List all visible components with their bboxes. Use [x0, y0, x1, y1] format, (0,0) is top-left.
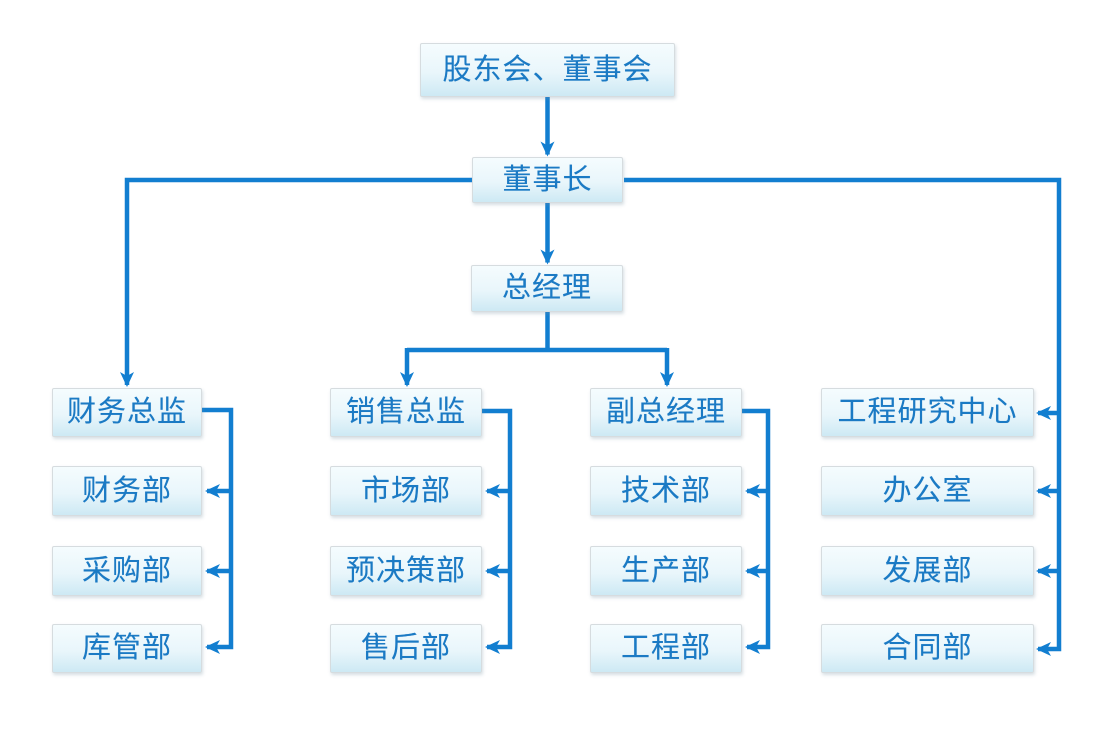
node-production-dept-label: 生产部	[620, 554, 711, 587]
node-sales-director: 销售总监	[330, 388, 482, 437]
node-engineering-dept-label: 工程部	[620, 632, 711, 664]
node-finance-director: 财务总监	[52, 388, 202, 437]
node-contract-dept-label: 合同部	[882, 632, 973, 664]
node-board-label: 股东会、董事会	[442, 53, 653, 86]
node-chairman: 董事长	[472, 157, 623, 203]
node-purchasing-dept-label: 采购部	[81, 554, 172, 587]
node-general-manager: 总经理	[471, 265, 623, 312]
node-purchasing-dept: 采购部	[52, 546, 202, 596]
node-finance-dept-label: 财务部	[81, 474, 172, 507]
edge-fin-dir-trunk-warehouse	[202, 407, 234, 654]
node-aftersales-dept-label: 售后部	[360, 632, 451, 664]
node-chairman-label: 董事长	[502, 163, 593, 196]
node-engineering-research-center-label: 工程研究中心	[837, 396, 1018, 428]
node-deputy-general-manager-label: 副总经理	[605, 396, 726, 428]
node-predecision-dept-label: 预决策部	[345, 554, 466, 587]
node-contract-dept: 合同部	[821, 624, 1034, 673]
node-warehouse-dept-label: 库管部	[81, 632, 172, 664]
node-marketing-dept: 市场部	[330, 466, 482, 516]
node-production-dept: 生产部	[590, 546, 742, 596]
node-marketing-dept-label: 市场部	[360, 474, 451, 507]
node-engineering-research-center: 工程研究中心	[821, 388, 1034, 437]
node-deputy-general-manager: 副总经理	[590, 388, 742, 437]
node-general-manager-label: 总经理	[501, 272, 592, 304]
edge-chairman-fin-dir	[120, 177, 472, 387]
node-office: 办公室	[821, 466, 1034, 516]
node-technology-dept-label: 技术部	[620, 474, 711, 507]
node-development-dept: 发展部	[821, 546, 1034, 596]
node-predecision-dept: 预决策部	[330, 546, 482, 596]
edge-sales-trunk-aftersales	[482, 408, 513, 654]
node-finance-director-label: 财务总监	[66, 396, 187, 428]
node-sales-director-label: 销售总监	[345, 396, 466, 428]
node-aftersales-dept: 售后部	[330, 624, 482, 673]
node-board: 股东会、董事会	[420, 43, 675, 97]
node-engineering-dept: 工程部	[590, 624, 742, 673]
node-development-dept-label: 发展部	[882, 554, 973, 587]
node-warehouse-dept: 库管部	[52, 624, 202, 673]
edge-deputy-trunk-engineering	[742, 408, 771, 654]
node-finance-dept: 财务部	[52, 466, 202, 516]
node-office-label: 办公室	[882, 474, 973, 507]
node-technology-dept: 技术部	[590, 466, 742, 516]
